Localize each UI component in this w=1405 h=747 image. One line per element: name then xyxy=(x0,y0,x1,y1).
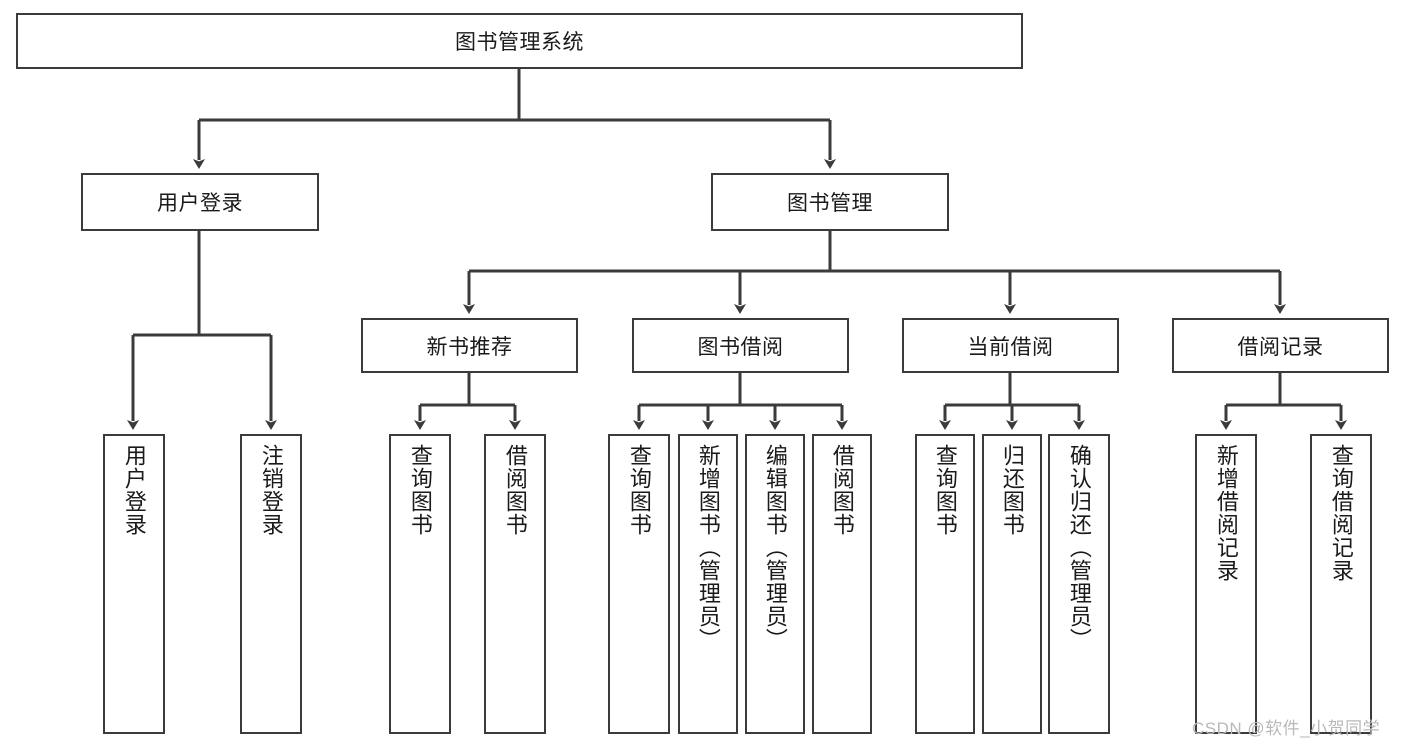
leaf-return-book[interactable]: 归还图书 xyxy=(982,434,1042,734)
leaf-user-login-label: 用户登录 xyxy=(121,444,147,536)
leaf-query-book-3-label: 查询图书 xyxy=(932,444,958,536)
leaf-add-book[interactable]: 新增图书（管理员） xyxy=(678,434,738,734)
node-current-borrow[interactable]: 当前借阅 xyxy=(902,318,1119,373)
node-new-book-recommend[interactable]: 新书推荐 xyxy=(361,318,578,373)
node-borrow-record[interactable]: 借阅记录 xyxy=(1172,318,1389,373)
leaf-borrow-book-2[interactable]: 借阅图书 xyxy=(812,434,872,734)
node-user-login[interactable]: 用户登录 xyxy=(81,173,319,231)
leaf-add-record[interactable]: 新增借阅记录 xyxy=(1195,434,1257,734)
leaf-edit-book-label: 编辑图书（管理员） xyxy=(762,444,788,651)
node-borrow-record-label: 借阅记录 xyxy=(1237,335,1324,359)
node-current-borrow-label: 当前借阅 xyxy=(967,335,1054,359)
leaf-user-login[interactable]: 用户登录 xyxy=(103,434,165,734)
node-root-label: 图书管理系统 xyxy=(455,31,584,54)
leaf-query-book-1[interactable]: 查询图书 xyxy=(389,434,451,734)
leaf-query-book-2-label: 查询图书 xyxy=(626,444,652,536)
leaf-confirm-return[interactable]: 确认归还（管理员） xyxy=(1048,434,1110,734)
node-user-login-label: 用户登录 xyxy=(157,192,243,215)
leaf-query-record[interactable]: 查询借阅记录 xyxy=(1310,434,1372,734)
leaf-query-book-1-label: 查询图书 xyxy=(407,444,433,536)
leaf-return-book-label: 归还图书 xyxy=(999,444,1025,536)
node-new-book-recommend-label: 新书推荐 xyxy=(426,335,513,359)
leaf-borrow-book-2-label: 借阅图书 xyxy=(829,444,855,536)
node-book-management-label: 图书管理 xyxy=(787,192,873,215)
leaf-add-book-label: 新增图书（管理员） xyxy=(695,444,721,651)
node-root[interactable]: 图书管理系统 xyxy=(16,13,1023,69)
leaf-borrow-book-1-label: 借阅图书 xyxy=(502,444,528,536)
leaf-user-logout[interactable]: 注销登录 xyxy=(240,434,302,734)
leaf-query-book-3[interactable]: 查询图书 xyxy=(915,434,975,734)
leaf-confirm-return-label: 确认归还（管理员） xyxy=(1066,444,1092,651)
leaf-query-book-2[interactable]: 查询图书 xyxy=(608,434,670,734)
node-book-borrow-label: 图书借阅 xyxy=(697,335,784,359)
node-book-borrow[interactable]: 图书借阅 xyxy=(632,318,849,373)
leaf-query-record-label: 查询借阅记录 xyxy=(1328,444,1354,582)
leaf-add-record-label: 新增借阅记录 xyxy=(1213,444,1239,582)
csdn-watermark: CSDN @软件_小贺同学 xyxy=(1192,719,1381,738)
leaf-edit-book[interactable]: 编辑图书（管理员） xyxy=(745,434,805,734)
leaf-user-logout-label: 注销登录 xyxy=(258,444,284,536)
leaf-borrow-book-1[interactable]: 借阅图书 xyxy=(484,434,546,734)
node-book-management[interactable]: 图书管理 xyxy=(711,173,949,231)
